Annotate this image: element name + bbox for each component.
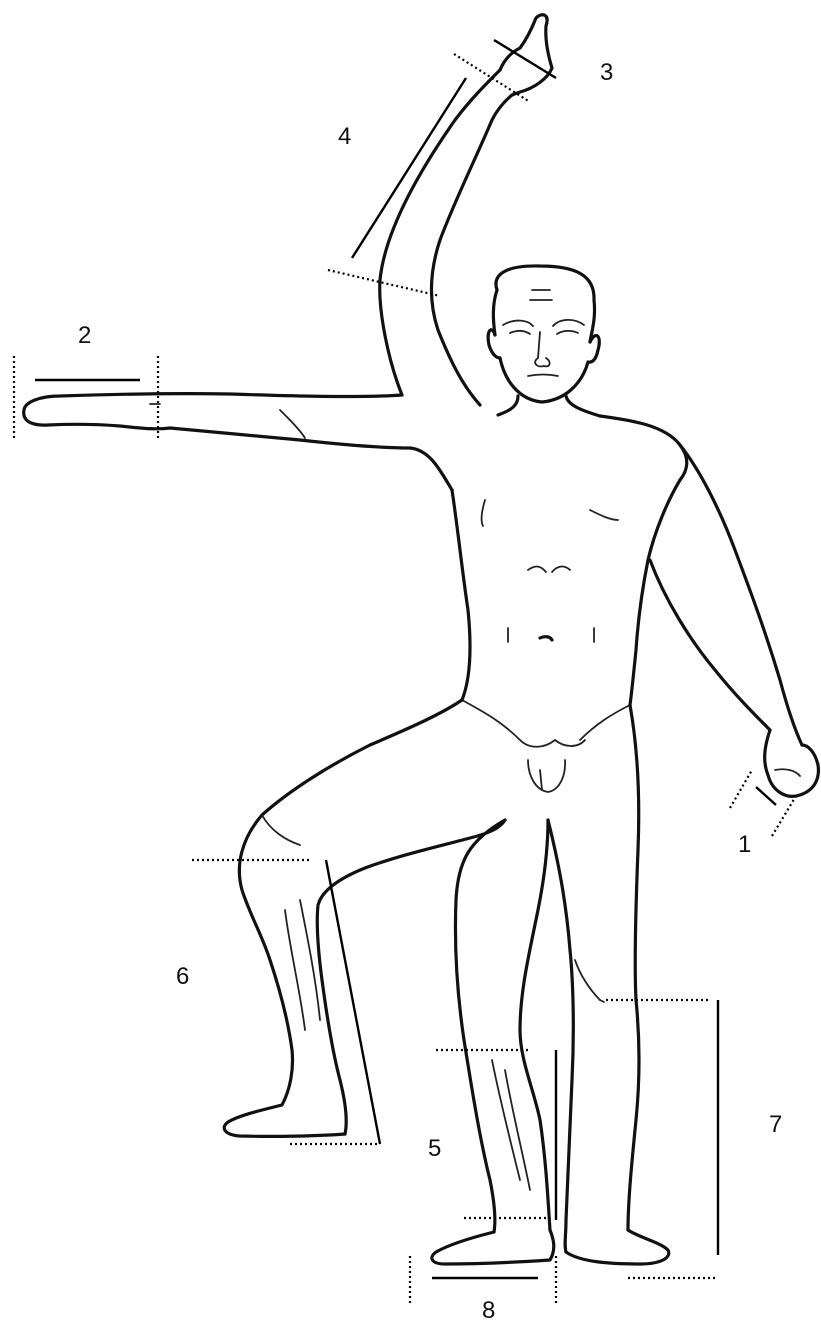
raised-leg xyxy=(224,700,505,1136)
label-5: 5 xyxy=(428,1135,441,1162)
label-8: 8 xyxy=(482,1297,495,1323)
standing-leg-right xyxy=(548,705,669,1264)
measurement-1 xyxy=(730,770,796,836)
measurement-6 xyxy=(192,860,380,1144)
label-1: 1 xyxy=(738,831,751,858)
label-7: 7 xyxy=(769,1111,782,1138)
groin xyxy=(520,740,585,792)
human-figure xyxy=(24,15,819,1264)
head xyxy=(488,266,599,402)
label-2: 2 xyxy=(78,322,91,349)
measurement-4 xyxy=(328,78,466,296)
horizontal-arm xyxy=(24,394,452,490)
label-3: 3 xyxy=(600,59,613,86)
measurement-3 xyxy=(454,40,556,102)
measurement-7 xyxy=(606,1000,718,1278)
standing-leg-left xyxy=(432,820,554,1264)
raised-arm xyxy=(380,15,552,405)
label-4: 4 xyxy=(338,123,351,150)
hanging-arm xyxy=(650,445,818,796)
torso xyxy=(452,480,680,740)
label-6: 6 xyxy=(176,963,189,990)
